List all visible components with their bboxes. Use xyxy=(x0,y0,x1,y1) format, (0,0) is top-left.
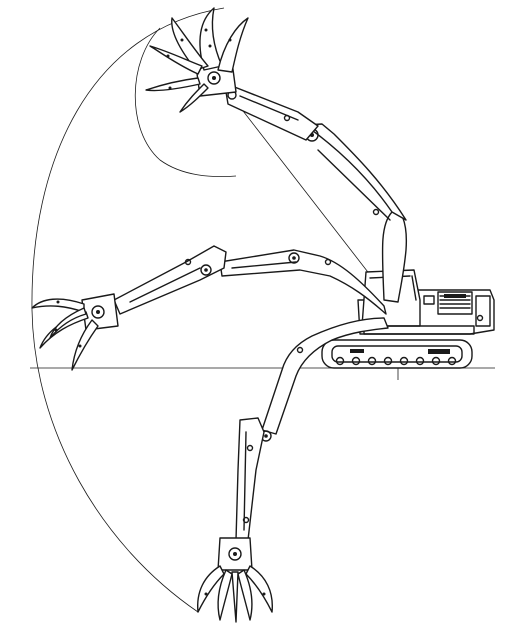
track-frame xyxy=(331,345,463,363)
horizontal-pose xyxy=(31,245,387,371)
lowered-arm xyxy=(235,417,265,541)
boom-sweep-line xyxy=(232,97,389,299)
grapple-bolts xyxy=(166,28,232,90)
lowered-boom xyxy=(261,317,389,435)
horizontal-arm xyxy=(113,245,227,315)
raised-arm xyxy=(225,85,319,141)
upper-reach-envelope xyxy=(134,27,237,178)
raised-pose xyxy=(145,7,408,303)
outer-reach-envelope xyxy=(31,7,225,613)
raised-grapple xyxy=(145,7,249,113)
engine-grille xyxy=(437,291,473,315)
track-rollers xyxy=(335,349,457,366)
horizontal-grapple xyxy=(31,293,119,371)
lowered-pose xyxy=(197,317,389,623)
lowered-grapple xyxy=(197,537,273,623)
